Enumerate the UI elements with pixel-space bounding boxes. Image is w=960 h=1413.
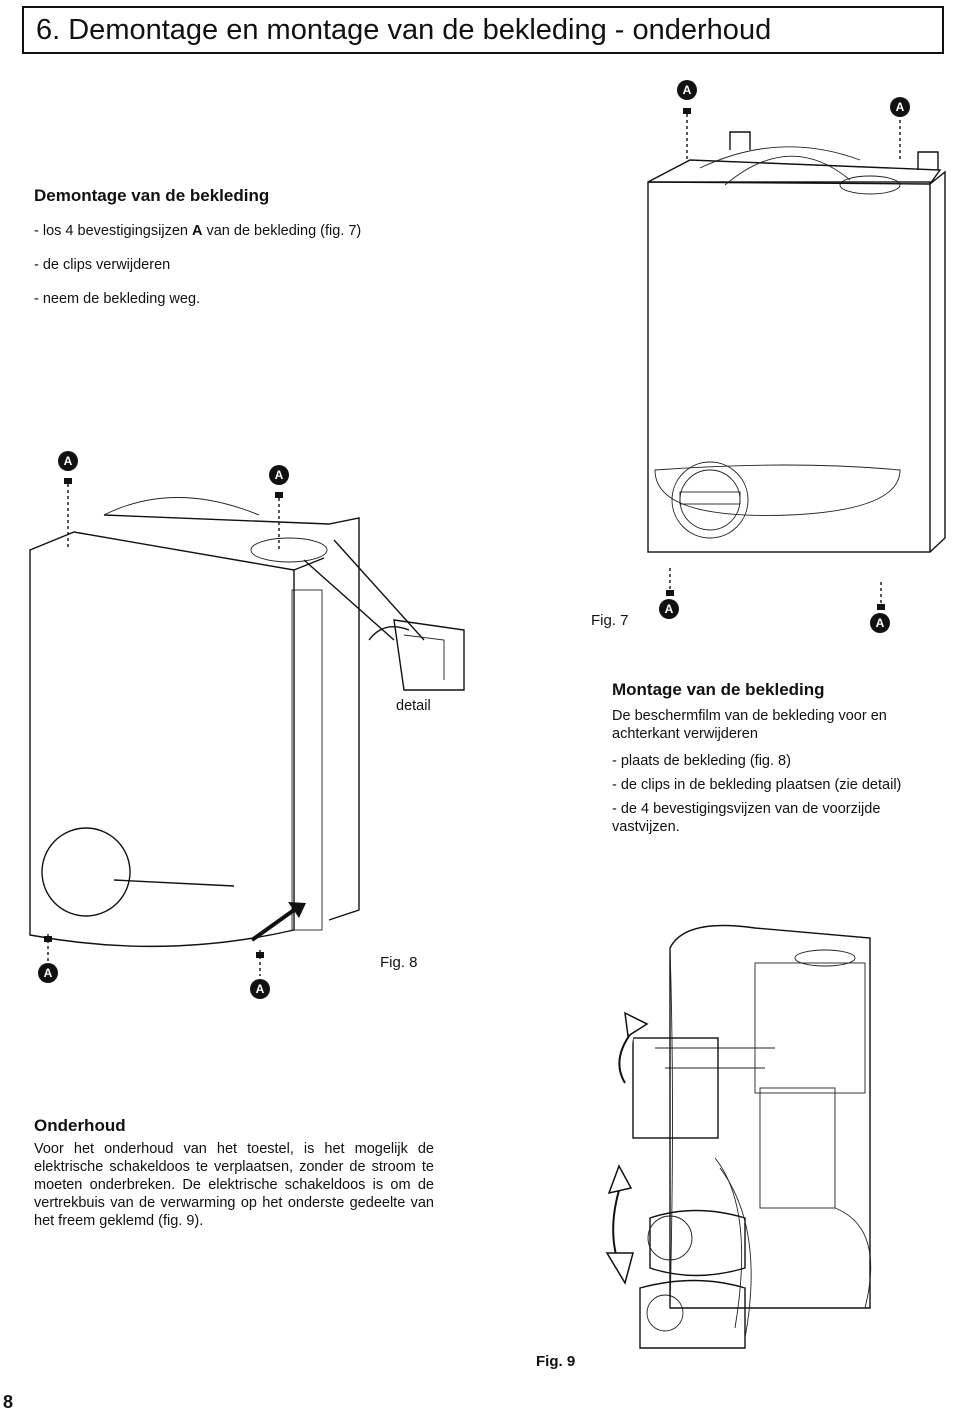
demontage-step-2: - de clips verwijderen	[34, 257, 171, 273]
marker-a: A	[38, 963, 58, 983]
montage-step-1: - plaats de bekleding (fig. 8)	[612, 753, 791, 769]
fig8-caption: Fig. 8	[380, 954, 418, 971]
screw-icon	[666, 568, 674, 596]
fig8-illustration	[29, 478, 465, 948]
screw-icon	[877, 582, 885, 610]
demontage-step-3: - neem de bekleding weg.	[34, 291, 201, 307]
demontage-heading: Demontage van de bekleding	[34, 186, 270, 205]
marker-a: A	[890, 97, 910, 117]
page-title: 6. Demontage en montage van de bekleding…	[22, 6, 944, 54]
screw-icon	[275, 492, 283, 550]
screw-icon	[683, 108, 691, 160]
step-text: - los 4 bevestigingsijzen	[34, 223, 192, 239]
onderhoud-body: Voor het onderhoud van het toestel, is h…	[34, 1141, 434, 1229]
fig9-illustration	[605, 924, 872, 1349]
marker-a: A	[250, 979, 270, 999]
fig7-illustration	[647, 108, 946, 553]
demontage-step-1: - los 4 bevestigingsijzen A van de bekle…	[34, 222, 361, 240]
marker-a: A	[870, 613, 890, 633]
montage-step-2: - de clips in de bekleding plaatsen (zie…	[612, 777, 902, 793]
marker-a: A	[58, 451, 78, 471]
fig9-caption: Fig. 9	[536, 1353, 576, 1370]
montage-intro: De beschermfilm van de bekleding voor en…	[612, 708, 887, 742]
step-text: van de bekleding (fig. 7)	[202, 223, 362, 239]
onderhoud-heading: Onderhoud	[34, 1116, 126, 1135]
page-number: 8	[3, 1392, 14, 1412]
montage-heading: Montage van de bekleding	[612, 680, 825, 699]
marker-a: A	[677, 80, 697, 100]
fig7-caption: Fig. 7	[591, 612, 629, 629]
marker-a: A	[269, 465, 289, 485]
marker-a: A	[659, 599, 679, 619]
screw-icon	[64, 478, 72, 550]
detail-caption: detail	[396, 698, 431, 714]
montage-step-3: - de 4 bevestigingsvijzen van de voorzij…	[612, 801, 881, 835]
screw-icon	[256, 950, 264, 976]
marker-a-ref: A	[191, 223, 203, 239]
screw-icon	[44, 934, 52, 962]
